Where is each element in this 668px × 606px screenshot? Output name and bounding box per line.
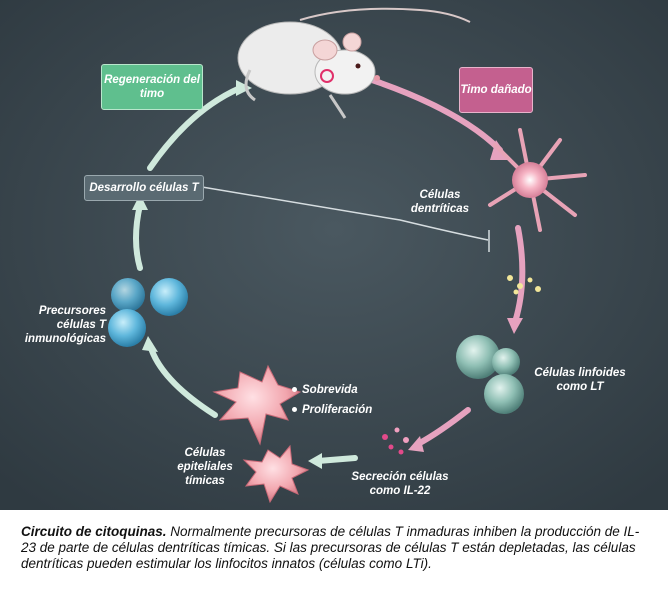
cytokine-circuit-figure: Regeneración del timo Timo dañado Desarr… <box>0 0 668 510</box>
arrow-mouse-to-damaged <box>369 77 503 153</box>
lymphoid-cells-label: Células linfoides como LT <box>534 367 626 393</box>
arrow-development-to-regeneration <box>147 85 243 171</box>
secreted-particles-yellow <box>507 275 541 295</box>
regeneration-box: Regeneración del timo <box>101 64 203 110</box>
circuit-ring <box>133 77 526 464</box>
arrowhead-6 <box>132 194 148 210</box>
arrow-secretion-to-epithelial <box>315 455 358 464</box>
arrowhead-7 <box>236 80 252 96</box>
secretion-label: Secreción células como IL-22 <box>351 471 449 497</box>
figure-caption: Circuito de citoquinas. Normalmente prec… <box>21 524 651 572</box>
arrowhead-4 <box>308 453 322 469</box>
mouse-illustration <box>237 7 471 119</box>
survival-text: Sobrevida <box>302 384 358 396</box>
inhibition-line <box>201 186 490 252</box>
precursors-label: Precursores células T inmunológicas <box>24 305 106 345</box>
damaged-thymus-label: Timo dañado <box>460 84 532 96</box>
bullet-dot <box>292 407 297 413</box>
arrowhead-2 <box>507 318 523 334</box>
t-cell-development-box: Desarrollo células T <box>84 175 204 201</box>
dendritic-cell <box>488 128 587 232</box>
arrow-dendritic-to-lymphoid <box>512 225 526 325</box>
proliferation-text: Proliferación <box>302 404 373 416</box>
il22-particles <box>382 427 409 455</box>
arrowhead-3 <box>408 436 424 452</box>
epithelial-cells-label: Células epiteliales tímicas <box>177 447 233 487</box>
dendritic-cells-label: Células dentríticas <box>410 189 470 215</box>
caption-title: Circuito de citoquinas. <box>21 524 167 539</box>
arrow-precursors-to-development <box>133 202 143 271</box>
regeneration-label: Regeneración del timo <box>104 74 200 100</box>
survival-bullet: Sobrevida <box>292 383 358 397</box>
bullet-dot <box>292 387 297 393</box>
t-cell-development-label: Desarrollo células T <box>89 182 199 194</box>
proliferation-bullet: Proliferación <box>292 403 372 417</box>
lymphoid-cells <box>456 335 524 414</box>
arrow-epithelial-to-precursors <box>147 342 218 418</box>
epithelial-cells <box>212 364 310 504</box>
arrowhead-5 <box>142 336 158 352</box>
precursor-t-cells <box>108 278 188 347</box>
damaged-thymus-box: Timo dañado <box>459 67 533 113</box>
arrow-lymphoid-to-secretion <box>415 407 471 447</box>
caption-text: Normalmente precursoras de células T inm… <box>21 524 640 571</box>
